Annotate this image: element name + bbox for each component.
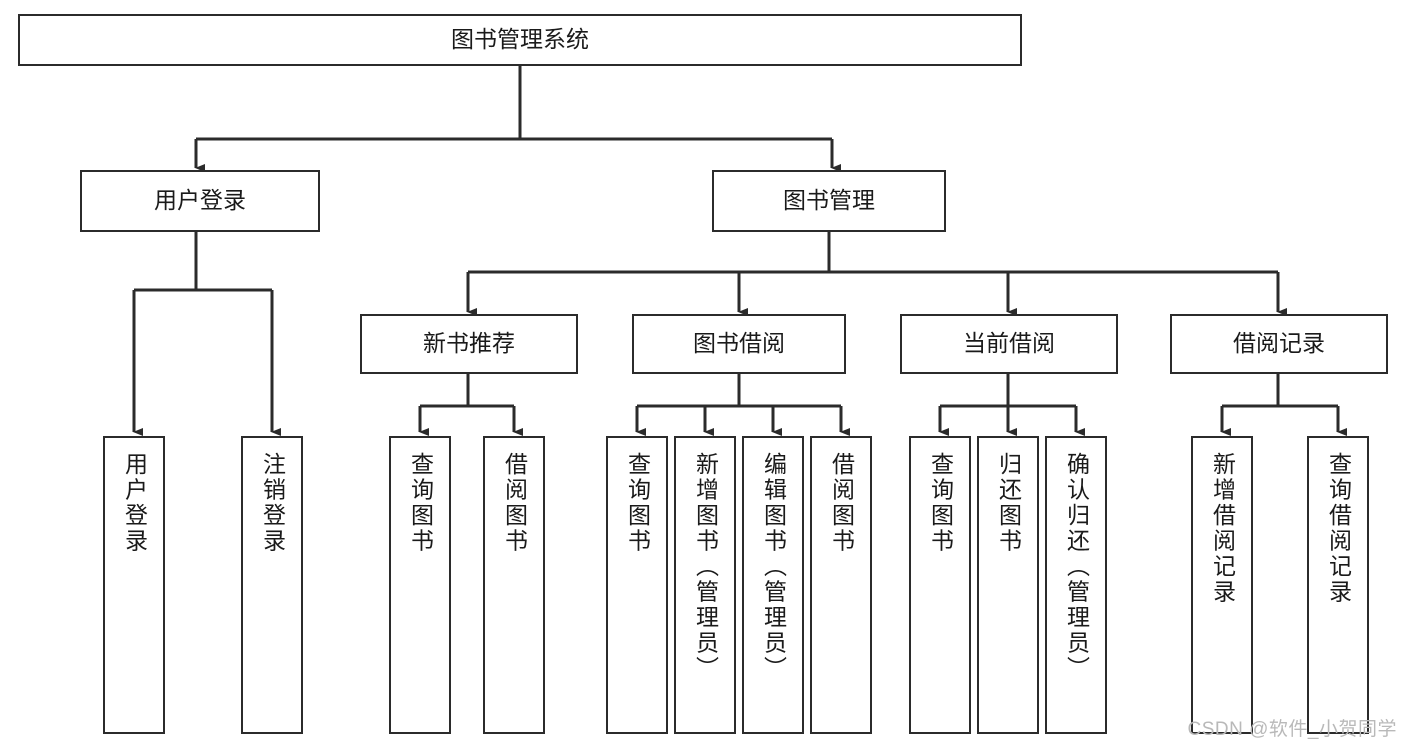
leaf-book-borrow-2[interactable]: 编辑图书（管理员） <box>742 436 804 734</box>
node-label: 注销登录 <box>259 452 286 554</box>
node-current-borrow[interactable]: 当前借阅 <box>900 314 1118 374</box>
leaf-borrow-record-0[interactable]: 新增借阅记录 <box>1191 436 1253 734</box>
node-label: 确认归还（管理员） <box>1063 452 1090 682</box>
leaf-user-login-0[interactable]: 用户登录 <box>103 436 165 734</box>
leaf-new-book-recommend-0[interactable]: 查询图书 <box>389 436 451 734</box>
leaf-book-borrow-1[interactable]: 新增图书（管理员） <box>674 436 736 734</box>
node-label: 当前借阅 <box>963 330 1055 357</box>
node-label: 新增图书（管理员） <box>692 452 719 682</box>
leaf-book-borrow-3[interactable]: 借阅图书 <box>810 436 872 734</box>
node-label: 查询图书 <box>927 452 954 554</box>
node-book-management[interactable]: 图书管理 <box>712 170 946 232</box>
leaf-user-login-1[interactable]: 注销登录 <box>241 436 303 734</box>
node-borrow-record[interactable]: 借阅记录 <box>1170 314 1388 374</box>
node-book-borrow[interactable]: 图书借阅 <box>632 314 846 374</box>
node-root-book-management-system[interactable]: 图书管理系统 <box>18 14 1022 66</box>
leaf-current-borrow-0[interactable]: 查询图书 <box>909 436 971 734</box>
node-label: 编辑图书（管理员） <box>760 452 787 682</box>
leaf-new-book-recommend-1[interactable]: 借阅图书 <box>483 436 545 734</box>
node-user-login[interactable]: 用户登录 <box>80 170 320 232</box>
leaf-borrow-record-1[interactable]: 查询借阅记录 <box>1307 436 1369 734</box>
node-label: 查询图书 <box>624 452 651 554</box>
node-label: 借阅图书 <box>828 452 855 554</box>
node-label: 借阅图书 <box>501 452 528 554</box>
leaf-book-borrow-0[interactable]: 查询图书 <box>606 436 668 734</box>
node-label: 图书管理 <box>783 187 875 214</box>
node-label: 图书管理系统 <box>451 26 589 53</box>
node-label: 用户登录 <box>154 187 246 214</box>
leaf-current-borrow-1[interactable]: 归还图书 <box>977 436 1039 734</box>
leaf-current-borrow-2[interactable]: 确认归还（管理员） <box>1045 436 1107 734</box>
node-label: 归还图书 <box>995 452 1022 554</box>
node-label: 查询图书 <box>407 452 434 554</box>
node-label: 图书借阅 <box>693 330 785 357</box>
node-label: 新增借阅记录 <box>1209 452 1236 605</box>
node-label: 新书推荐 <box>423 330 515 357</box>
node-label: 用户登录 <box>121 452 148 554</box>
node-new-book-recommend[interactable]: 新书推荐 <box>360 314 578 374</box>
node-label: 借阅记录 <box>1233 330 1325 357</box>
node-label: 查询借阅记录 <box>1325 452 1352 605</box>
